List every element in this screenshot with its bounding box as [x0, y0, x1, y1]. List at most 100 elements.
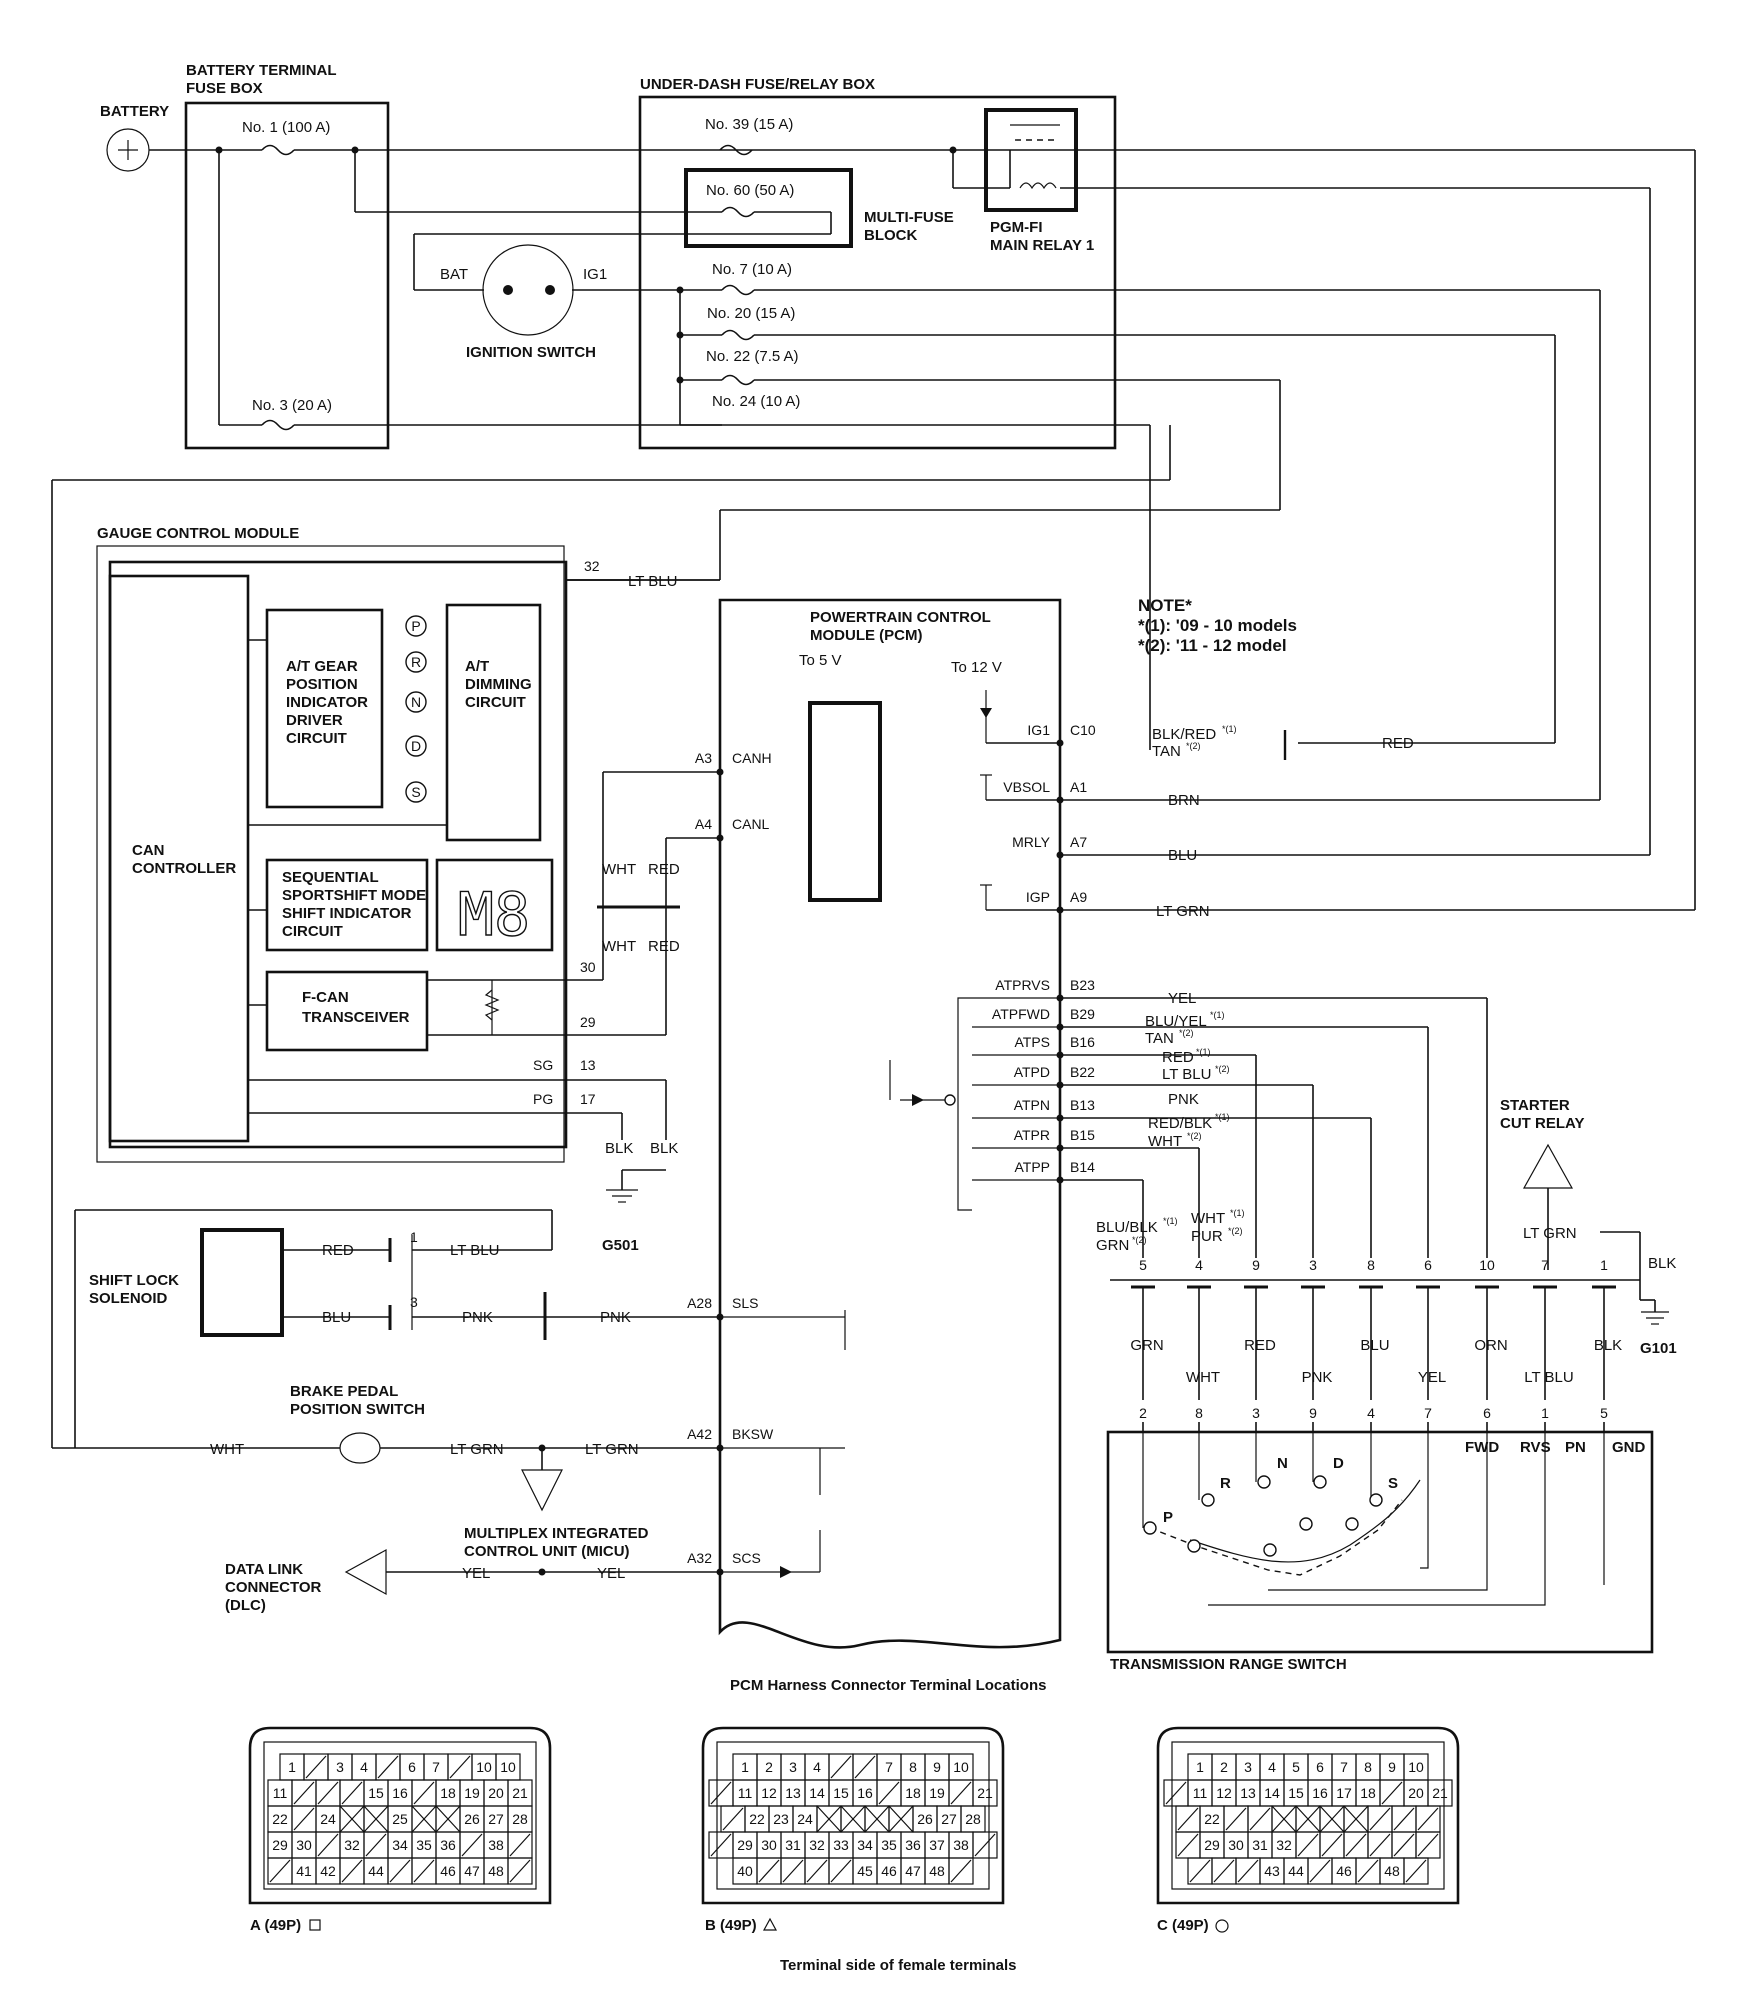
trs-lower-pin-8: 8 — [1195, 1405, 1203, 1421]
wire-tan: TAN — [1152, 743, 1181, 760]
trs-upper-pin-8: 8 — [1367, 1257, 1375, 1273]
pcm-signal-bksw: BKSW — [732, 1426, 774, 1442]
wire-lt-grn-starter: LT GRN — [1523, 1225, 1577, 1242]
harness-b-cell-19: 19 — [929, 1785, 945, 1801]
harness-c-cell-13: 13 — [1240, 1785, 1256, 1801]
harness-b-cell-16: 16 — [857, 1785, 873, 1801]
harness-a-cell-6: 6 — [408, 1759, 416, 1775]
trs-pos-r: R — [1220, 1475, 1231, 1492]
battery-fuse-box — [184, 101, 390, 450]
harness-a-cell-30: 30 — [296, 1837, 312, 1853]
main-relay-box — [984, 108, 1078, 212]
gauge-pin-32: 32 — [584, 558, 600, 574]
brake-switch-label-1: BRAKE PEDAL — [290, 1383, 398, 1400]
wire-red-blk-sup: *(1) — [1215, 1112, 1230, 1122]
harness-b-cell-38: 38 — [953, 1837, 969, 1853]
harness-a-cell-4: 4 — [360, 1759, 368, 1775]
harness-b-cell-28: 28 — [965, 1811, 981, 1827]
harness-b-cell-31: 31 — [785, 1837, 801, 1853]
harness-b-cell-37: 37 — [929, 1837, 945, 1853]
harness-b-cell-35: 35 — [881, 1837, 897, 1853]
wire-brn-a1: BRN — [1168, 792, 1200, 809]
wire-wht-can2: WHT — [602, 938, 636, 955]
harness-a-cell-25: 25 — [392, 1811, 408, 1827]
harness-a-cell-47: 47 — [464, 1863, 480, 1879]
pcm-pin-a28: A28 — [687, 1295, 712, 1311]
dlc-label-1: DATA LINK — [225, 1561, 303, 1578]
fuse-no60-label: No. 60 (50 A) — [706, 182, 794, 199]
wire-blu-sl: BLU — [322, 1309, 351, 1326]
pcm-pin-b14: B14 — [1070, 1159, 1095, 1175]
harness-c-cell-5: 5 — [1292, 1759, 1300, 1775]
gear-indicator-label-4: DRIVER — [286, 712, 343, 729]
dimming-circuit-label-2: DIMMING — [465, 676, 532, 693]
harness-a-cell-7: 7 — [432, 1759, 440, 1775]
trs-wire-6: ORN — [1474, 1337, 1507, 1354]
pcm-pin-a1: A1 — [1070, 779, 1087, 795]
harness-c-cell-21: 21 — [1432, 1785, 1448, 1801]
harness-c-cell-17: 17 — [1336, 1785, 1352, 1801]
harness-b-cell-32: 32 — [809, 1837, 825, 1853]
pcm-pin-b13: B13 — [1070, 1097, 1095, 1113]
trs-contacts: P R N D S — [1143, 1455, 1421, 1576]
harness-c-cell-46: 46 — [1336, 1863, 1352, 1879]
wire-pur-c4-sup: *(2) — [1228, 1226, 1243, 1236]
harness-b-cell-47: 47 — [905, 1863, 921, 1879]
sportshift-box — [265, 858, 429, 952]
harness-label-c: C (49P) — [1157, 1917, 1209, 1934]
harness-a-cell-10: 10 — [500, 1759, 516, 1775]
harness-a-cell-44: 44 — [368, 1863, 384, 1879]
wire-blk-pg: BLK — [650, 1140, 678, 1157]
pcm-pin-b16: B16 — [1070, 1034, 1095, 1050]
trs-upper-pin-4: 4 — [1195, 1257, 1203, 1273]
trs-wire-3: PNK — [1302, 1369, 1333, 1386]
harness-a-cell-42: 42 — [320, 1863, 336, 1879]
harness-c-cell-3: 3 — [1244, 1759, 1252, 1775]
harness-a-cell-26: 26 — [464, 1811, 480, 1827]
harness-a-cell-1: 1 — [288, 1759, 296, 1775]
pcm-signal-atpp: ATPP — [1014, 1159, 1050, 1175]
harness-a-cell-16: 16 — [392, 1785, 408, 1801]
ignition-bat-label: BAT — [440, 266, 468, 283]
gauge-pin-29: 29 — [580, 1014, 596, 1030]
starter-relay-label-1: STARTER — [1500, 1097, 1570, 1114]
fuse-no1-label: No. 1 (100 A) — [242, 119, 330, 136]
gauge-pin-sg: SG — [533, 1057, 553, 1073]
wire-blk-sg: BLK — [605, 1140, 633, 1157]
pcm-pin-b29: B29 — [1070, 1006, 1095, 1022]
sportshift-label-4: CIRCUIT — [282, 923, 343, 940]
under-dash-box — [638, 95, 1117, 450]
ignition-switch-symbol — [482, 244, 574, 336]
trs-lower-pin-1: 1 — [1541, 1405, 1549, 1421]
pcm-signal-atpr: ATPR — [1014, 1127, 1050, 1143]
fuse-no7-label: No. 7 (10 A) — [712, 261, 792, 278]
gear-led-r-label: R — [411, 654, 421, 670]
wiring-paths — [51, 124, 1696, 1596]
harness-a-cell-36: 36 — [440, 1837, 456, 1853]
gear-led-s — [405, 781, 427, 803]
trs-upper-pin-5: 5 — [1139, 1257, 1147, 1273]
wire-wht-can: WHT — [602, 861, 636, 878]
wire-lt-grn-brake2: LT GRN — [585, 1441, 639, 1458]
fuse-no39-label: No. 39 (15 A) — [705, 116, 793, 133]
harness-a-cell-19: 19 — [464, 1785, 480, 1801]
brake-switch-label-2: POSITION SWITCH — [290, 1401, 425, 1418]
harness-b-cell-13: 13 — [785, 1785, 801, 1801]
harness-b-cell-21: 21 — [977, 1785, 993, 1801]
pcm-signal-atprvs: ATPRVS — [995, 977, 1050, 993]
harness-a-cell-21: 21 — [512, 1785, 528, 1801]
harness-a-cell-29: 29 — [272, 1837, 288, 1853]
harness-c-cell-2: 2 — [1220, 1759, 1228, 1775]
shift-lock-label-1: SHIFT LOCK — [89, 1272, 179, 1289]
pcm-signal-atpn: ATPN — [1014, 1097, 1050, 1113]
harness-b-cell-14: 14 — [809, 1785, 825, 1801]
pcm-pin-a7: A7 — [1070, 834, 1087, 850]
trs-terminal-gnd: GND — [1612, 1439, 1646, 1456]
fuse-no24-label: No. 24 (10 A) — [712, 393, 800, 410]
harness-b-cell-45: 45 — [857, 1863, 873, 1879]
fcan-label-2: TRANSCEIVER — [302, 1009, 410, 1026]
harness-b-cell-46: 46 — [881, 1863, 897, 1879]
wire-blk-red: BLK/RED — [1152, 726, 1216, 743]
pcm-pin-b15: B15 — [1070, 1127, 1095, 1143]
